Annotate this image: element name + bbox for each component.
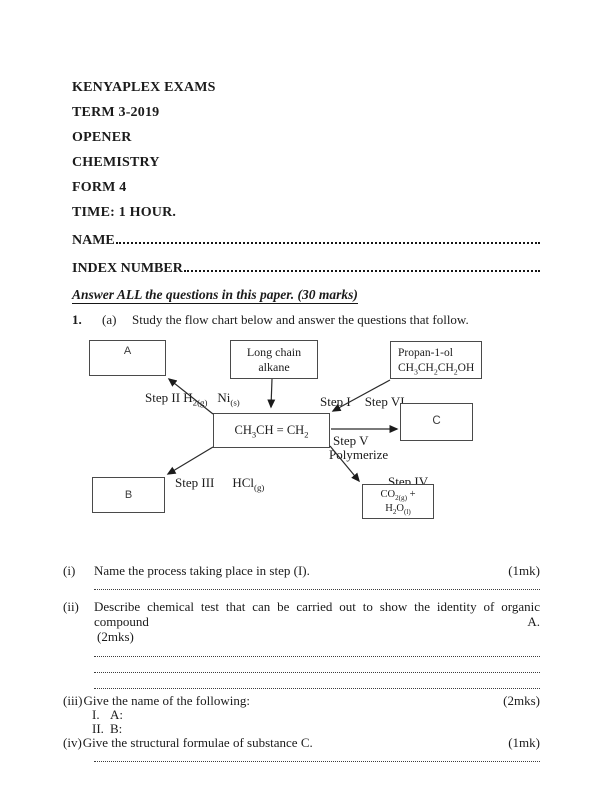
long-chain-line1: Long chain bbox=[246, 344, 302, 359]
name-field-row: NAME bbox=[72, 225, 540, 253]
step-1-label: Step I bbox=[320, 394, 351, 409]
step-3-label: Step III bbox=[175, 475, 215, 490]
exam-type-line: OPENER bbox=[72, 130, 132, 145]
index-number-dotted-line bbox=[183, 253, 540, 272]
question-iii-text: Give the name of the following: bbox=[83, 693, 250, 708]
question-1a-label: (a) bbox=[102, 312, 117, 327]
flowchart-box-long-chain-alkane: Long chain alkane bbox=[230, 340, 318, 379]
propanol-name: Propan-1-ol bbox=[398, 347, 453, 359]
step-1-6-label-row: Step I Step VI bbox=[320, 394, 405, 410]
question-iv-label: (iv) bbox=[63, 735, 82, 750]
flowchart-box-propene: CH3CH = CH2 bbox=[213, 413, 330, 448]
answer-line bbox=[94, 661, 540, 673]
answer-line bbox=[94, 677, 540, 689]
flowchart-box-c: C bbox=[400, 403, 473, 441]
index-number-label: INDEX NUMBER bbox=[72, 261, 183, 276]
question-iii-sub-b: II. B: bbox=[92, 720, 540, 736]
time-line: TIME: 1 HOUR. bbox=[72, 205, 177, 220]
arrow-propene-to-box-b bbox=[166, 446, 214, 475]
h2o-formula: H2O(l) bbox=[385, 502, 411, 516]
question-ii-text: Describe chemical test that can be carri… bbox=[94, 599, 540, 629]
hcl-reagent-label: HCl(g) bbox=[232, 475, 265, 493]
step-5-label: Step V bbox=[333, 433, 369, 448]
co2-formula: CO2(g) + bbox=[380, 489, 416, 503]
instruction-heading: Answer ALL the questions in this paper. … bbox=[72, 287, 358, 304]
name-label: NAME bbox=[72, 233, 115, 248]
question-1-number: 1. bbox=[72, 312, 82, 327]
propene-formula: CH3CH = CH2 bbox=[234, 423, 309, 440]
question-iv-text: Give the structural formulae of substanc… bbox=[82, 735, 313, 750]
question-i-row: (i) Name the process taking place in ste… bbox=[63, 563, 540, 578]
question-iii-marks: (2mks) bbox=[503, 693, 540, 708]
sub-item-i-label: I. bbox=[92, 707, 100, 722]
question-iii-label: (iii) bbox=[63, 693, 83, 708]
question-i-marks: (1mk) bbox=[508, 563, 540, 578]
answer-line bbox=[94, 645, 540, 657]
flowchart-box-b: B bbox=[92, 477, 165, 513]
question-iii-sub-a: I. A: bbox=[92, 708, 540, 722]
instruction-heading-row: Answer ALL the questions in this paper. … bbox=[72, 282, 540, 308]
sub-questions: (i) Name the process taking place in ste… bbox=[63, 563, 540, 762]
term-line: TERM 3-2019 bbox=[72, 105, 160, 120]
question-i-text: Name the process taking place in step (I… bbox=[94, 563, 310, 578]
form-line: FORM 4 bbox=[72, 180, 127, 195]
flowchart-box-a: A bbox=[89, 340, 166, 376]
exam-title: KENYAPLEX EXAMS bbox=[72, 80, 216, 95]
flowchart-box-propanol: Propan-1-ol CH3CH2CH2OH bbox=[390, 341, 482, 379]
question-iv-row: (iv) Give the structural formulae of sub… bbox=[63, 735, 540, 750]
question-ii-row: (ii) Describe chemical test that can be … bbox=[63, 599, 540, 629]
index-number-field-row: INDEX NUMBER bbox=[72, 253, 540, 282]
step-3-label-row: Step III HCl(g) bbox=[175, 475, 265, 493]
subject-line: CHEMISTRY bbox=[72, 155, 160, 170]
page-content: KENYAPLEX EXAMS TERM 3-2019 OPENER CHEMI… bbox=[63, 75, 540, 771]
step-2-label-row: Step II H2(g) Ni(s) bbox=[145, 390, 240, 408]
question-ii-marks: (2mks) bbox=[97, 629, 134, 644]
step-6-label: Step VI bbox=[364, 394, 405, 409]
answer-line bbox=[94, 750, 540, 762]
question-1a-text: Study the flow chart below and answer th… bbox=[132, 312, 469, 327]
nickel-catalyst-label: Ni(s) bbox=[217, 390, 240, 408]
step-2-label: Step II H2(g) bbox=[145, 390, 208, 408]
name-dotted-line bbox=[115, 225, 540, 244]
question-1-intro: 1. (a) Study the flow chart below and an… bbox=[72, 309, 540, 330]
sub-item-ii-text: B: bbox=[110, 720, 123, 736]
propanol-formula: CH3CH2CH2OH bbox=[398, 361, 475, 377]
arrow-longchain-to-propene bbox=[267, 378, 276, 409]
question-iii-row: (iii) Give the name of the following: (2… bbox=[63, 693, 540, 708]
polymerize-label: Polymerize bbox=[329, 447, 389, 462]
sub-item-i-text: A: bbox=[110, 707, 123, 722]
question-iv-marks: (1mk) bbox=[508, 735, 540, 750]
answer-line bbox=[94, 578, 540, 590]
long-chain-line2: alkane bbox=[258, 359, 290, 374]
flowchart-box-co2-h2o: CO2(g) + H2O(l) bbox=[362, 484, 434, 519]
question-i-label: (i) bbox=[63, 563, 76, 578]
sub-item-ii-label: II. bbox=[92, 720, 104, 736]
question-ii-label: (ii) bbox=[63, 599, 79, 614]
